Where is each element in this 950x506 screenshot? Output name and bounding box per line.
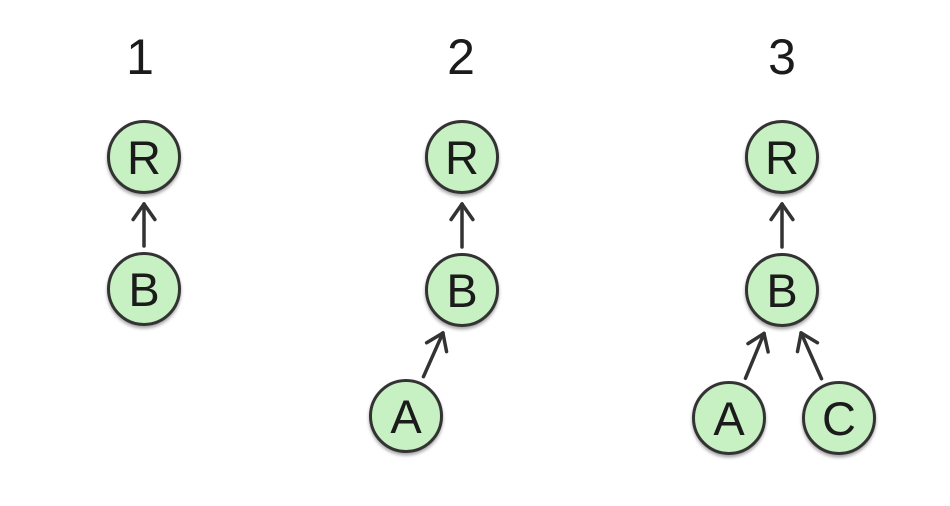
diagram-3-node-A: A (692, 381, 766, 455)
diagram-1-node-R: R (107, 120, 181, 194)
diagram-3-edge-C-to-B (795, 331, 824, 381)
diagram-2-node-B: B (425, 253, 499, 327)
diagram-2-edge-B-to-R (449, 202, 475, 249)
diagram-1-node-B: B (107, 252, 181, 326)
diagram-2-label: 2 (447, 29, 475, 85)
diagram-2-node-A: A (369, 379, 443, 453)
diagram-2-edge-A-to-B (421, 331, 449, 379)
diagram-3-edge-A-to-B (743, 331, 770, 381)
diagram-1-label: 1 (126, 29, 154, 85)
diagram-3-node-R: R (745, 120, 819, 194)
diagram-3-edge-B-to-R (769, 202, 795, 249)
diagram-1-edge-B-to-R (131, 202, 157, 248)
diagram-3-node-B: B (745, 253, 819, 327)
diagram-2-node-R: R (425, 120, 499, 194)
diagram-3-node-C: C (802, 381, 876, 455)
diagram-3-label: 3 (768, 29, 796, 85)
